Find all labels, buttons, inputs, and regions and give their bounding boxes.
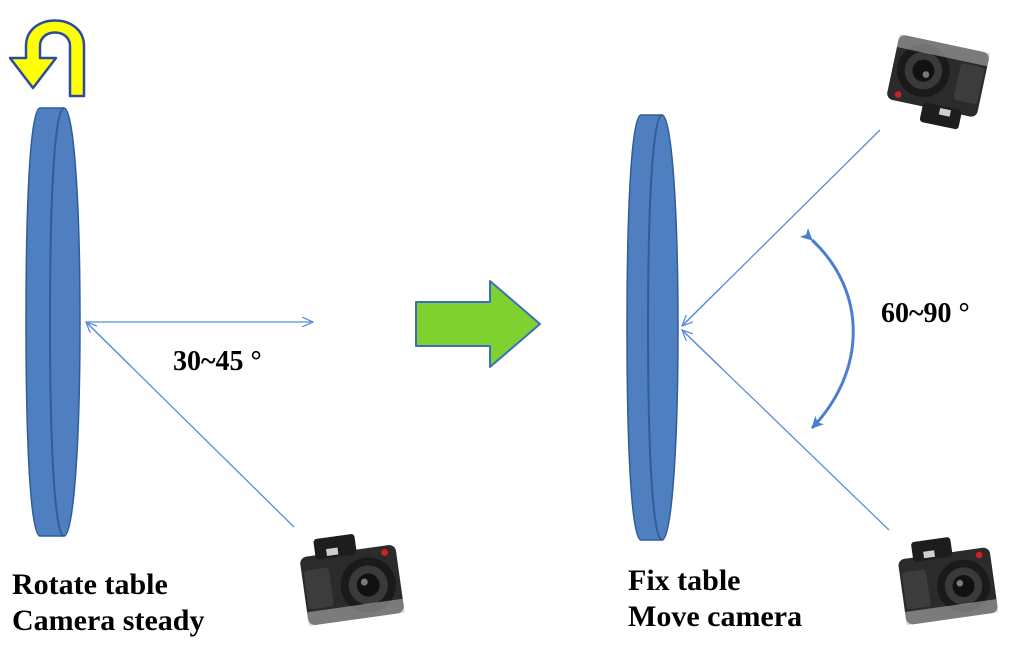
left-caption-line1: Rotate table	[12, 568, 168, 601]
right-arrow-icon	[415, 280, 541, 368]
right-angle-label: 60~90 °	[881, 298, 970, 329]
camera-icon	[297, 528, 405, 626]
lower-sight-arrowhead	[682, 330, 723, 370]
curved-rotate-arrow-icon	[8, 19, 86, 98]
right-caption: Fix table Move camera	[628, 563, 802, 635]
camera-sight-arrowhead	[86, 322, 131, 366]
left-angle-label: 30~45 °	[173, 346, 262, 377]
right-panel	[626, 34, 999, 626]
left-caption: Rotate table Camera steady	[12, 567, 204, 639]
upper-sight-arrowhead	[682, 285, 723, 326]
lower-camera-icon	[895, 531, 999, 626]
rotating-table	[25, 107, 81, 537]
fixed-table	[626, 114, 679, 541]
upper-camera-icon	[882, 34, 991, 133]
right-caption-line2: Move camera	[628, 600, 803, 633]
left-caption-line2: Camera steady	[12, 604, 205, 637]
right-caption-line1: Fix table	[628, 564, 741, 597]
angle-arc	[799, 228, 855, 430]
left-panel	[8, 19, 405, 626]
